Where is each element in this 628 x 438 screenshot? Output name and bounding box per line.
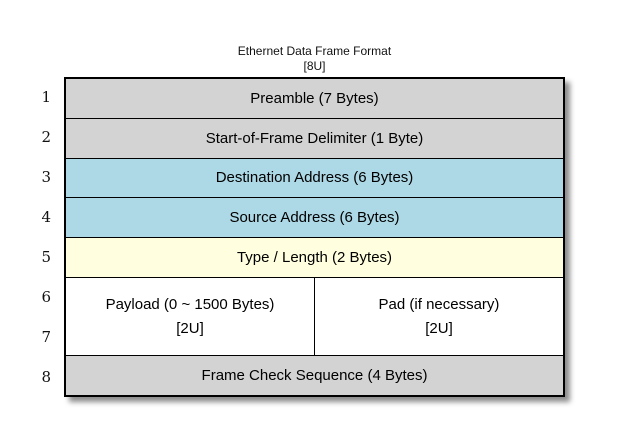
row-type-length: Type / Length (2 Bytes) <box>66 238 563 278</box>
diagram-subtitle: [8U] <box>303 59 326 73</box>
unit-number-2: 2 <box>41 128 51 146</box>
row-frame-check-sequence: Frame Check Sequence (4 Bytes) <box>66 356 563 395</box>
unit-number-1: 1 <box>41 88 51 106</box>
unit-number-5: 5 <box>41 248 51 266</box>
row-payload-pad: Payload (0 ~ 1500 Bytes) [2U] Pad (if ne… <box>66 277 563 357</box>
row-start-of-frame-delimiter-label: Start-of-Frame Delimiter (1 Byte) <box>205 129 424 147</box>
row-preamble-label: Preamble (7 Bytes) <box>250 89 379 107</box>
row-source-address-label: Source Address (6 Bytes) <box>229 209 400 227</box>
unit-number-8: 8 <box>41 368 51 386</box>
diagram-title: Ethernet Data Frame Format <box>237 44 392 58</box>
cell-pad-label: Pad (if necessary) <box>378 296 500 313</box>
unit-number-7: 7 <box>41 328 51 346</box>
unit-numbers-column: 1 2 3 4 5 6 7 8 <box>0 77 56 397</box>
row-source-address: Source Address (6 Bytes) <box>66 198 563 238</box>
cell-payload-label: Payload (0 ~ 1500 Bytes) <box>105 296 275 313</box>
unit-number-4: 4 <box>41 208 51 226</box>
cell-pad: Pad (if necessary) [2U] <box>315 278 563 356</box>
row-frame-check-sequence-label: Frame Check Sequence (4 Bytes) <box>201 367 428 385</box>
row-type-length-label: Type / Length (2 Bytes) <box>236 248 393 266</box>
cell-payload-units: [2U] <box>176 320 204 337</box>
ethernet-frame-table: Preamble (7 Bytes) Start-of-Frame Delimi… <box>64 77 565 397</box>
unit-number-6: 6 <box>41 288 51 306</box>
unit-number-3: 3 <box>41 168 51 186</box>
row-destination-address-label: Destination Address (6 Bytes) <box>215 169 414 187</box>
cell-pad-units: [2U] <box>425 320 453 337</box>
cell-payload: Payload (0 ~ 1500 Bytes) [2U] <box>66 277 315 356</box>
row-start-of-frame-delimiter: Start-of-Frame Delimiter (1 Byte) <box>66 118 563 159</box>
title-block: Ethernet Data Frame Format [8U] <box>64 44 565 74</box>
row-destination-address: Destination Address (6 Bytes) <box>66 158 563 199</box>
row-preamble: Preamble (7 Bytes) <box>66 79 563 119</box>
